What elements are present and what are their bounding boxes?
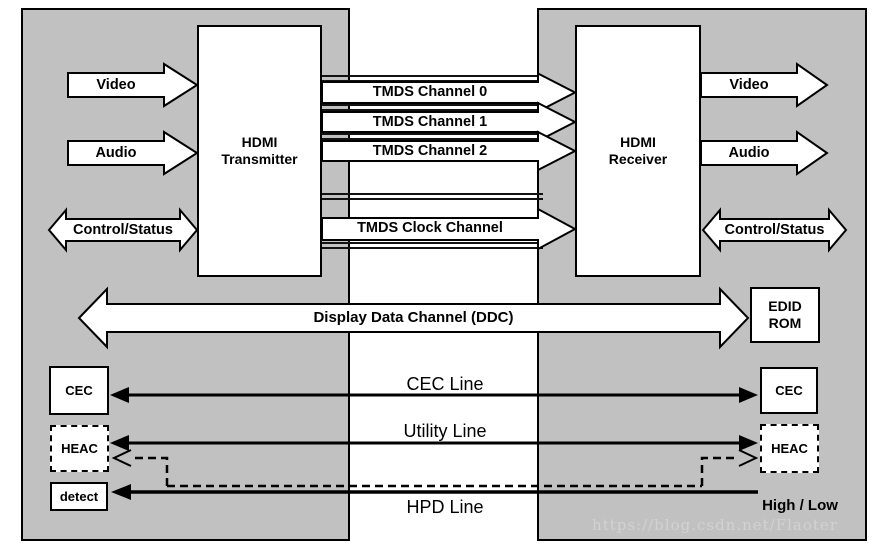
tmds-channel-0-arrow [321, 71, 578, 114]
heac-dashed-arrowhead-left [111, 449, 132, 467]
tmds-strip-ch1-ch2 [321, 133, 543, 140]
control-status-left-label: Control/Status [73, 222, 173, 238]
hpd-line-label: HPD Line [406, 497, 484, 517]
heac-dashed-arrowhead-right [738, 449, 759, 467]
cec-line-arrowhead-right [739, 387, 758, 403]
tmds-channel-1-arrow [321, 101, 578, 143]
detect-block: detect [50, 482, 108, 511]
video-in-arrow [67, 62, 199, 108]
cec-left-label: CEC [65, 383, 93, 398]
tmds-strip-clock-top [321, 193, 543, 200]
hpd-level-label: High / Low [762, 497, 838, 514]
video-out-label: Video [729, 77, 769, 93]
heac-dashed-branch-left [131, 456, 169, 486]
heac-dashed-branch-right [700, 456, 739, 486]
utility-line-arrowhead-right [739, 435, 758, 451]
cec-line-arrowhead-left [110, 387, 129, 403]
hdmi-transmitter-block: HDMI Transmitter [197, 25, 322, 277]
audio-in-label: Audio [95, 145, 137, 161]
tmds-clock-label: TMDS Clock Channel [357, 220, 503, 236]
transmitter-label-line1: HDMI [241, 134, 278, 150]
edid-rom-label-line2: ROM [768, 315, 802, 331]
audio-out-label: Audio [728, 145, 770, 161]
cec-block-left: CEC [49, 366, 109, 415]
heac-block-right: HEAC [760, 424, 819, 473]
utility-line-arrowhead-left [110, 435, 129, 451]
video-out-arrow [700, 62, 829, 108]
ddc-label: Display Data Channel (DDC) [313, 309, 514, 326]
video-in-label: Video [96, 77, 136, 93]
tmds-channel-2-label: TMDS Channel 2 [372, 143, 488, 159]
control-status-left-arrow [47, 207, 199, 253]
edid-rom-label-line1: EDID [768, 298, 802, 314]
receiver-label-line1: HDMI [620, 134, 656, 150]
heac-left-label: HEAC [61, 441, 98, 456]
heac-right-label: HEAC [771, 441, 808, 456]
tmds-clock-arrow [321, 207, 578, 251]
cec-line-label: CEC Line [406, 374, 484, 394]
control-status-right-label: Control/Status [724, 222, 825, 238]
control-status-right-arrow [701, 207, 848, 253]
audio-out-arrow [700, 130, 829, 176]
utility-line-label: Utility Line [403, 421, 487, 441]
audio-in-arrow [67, 130, 199, 176]
ddc-arrow [77, 286, 750, 350]
detect-label: detect [59, 489, 99, 504]
edid-rom-block: EDID ROM [750, 287, 820, 343]
heac-block-left: HEAC [50, 425, 109, 472]
transmitter-label-line2: Transmitter [221, 151, 298, 167]
cec-block-right: CEC [760, 367, 818, 414]
tmds-channel-0-label: TMDS Channel 0 [372, 84, 488, 100]
tmds-channel-1-label: TMDS Channel 1 [372, 114, 488, 130]
cec-right-label: CEC [775, 383, 803, 398]
watermark-text: https://blog.csdn.net/Flaoter [592, 516, 838, 534]
tmds-strip-clock-bottom [321, 242, 543, 249]
receiver-label-line2: Receiver [608, 151, 668, 167]
tmds-channel-2-arrow [321, 130, 578, 172]
tmds-strip-ch0-ch1 [321, 104, 543, 111]
hpd-line-arrowhead-left [111, 484, 131, 500]
